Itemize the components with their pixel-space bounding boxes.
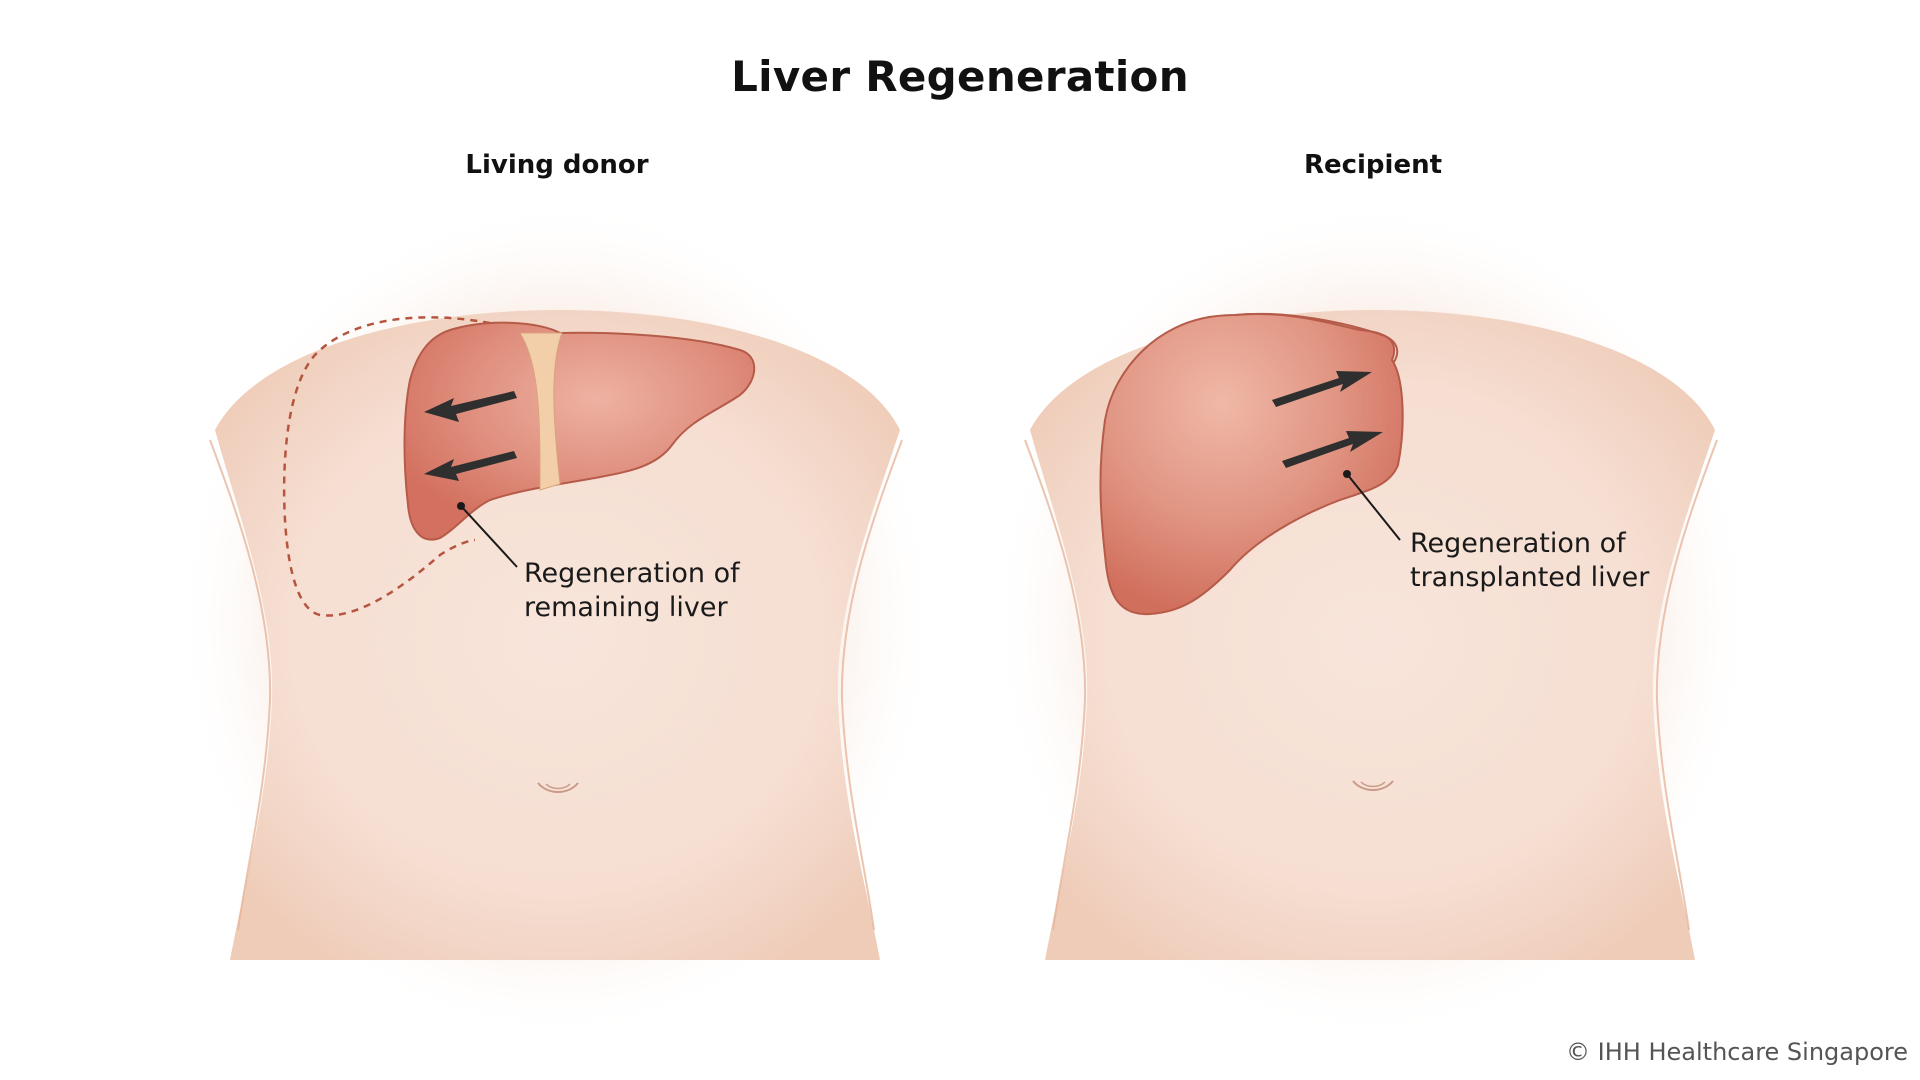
donor-torso xyxy=(197,220,917,1020)
removed-liver-outline xyxy=(282,316,491,617)
copyright-notice: © IHH Healthcare Singapore xyxy=(1566,1038,1908,1066)
donor-growth-arrows xyxy=(424,391,517,481)
diagram-title: Liver Regeneration xyxy=(731,52,1189,101)
living-donor-label: Living donor xyxy=(465,150,649,180)
recipient-callout: Regeneration of transplanted liver xyxy=(1410,527,1649,595)
donor-callout-line2: remaining liver xyxy=(524,592,728,623)
recipient-callout-line1: Regeneration of xyxy=(1410,528,1626,559)
recipient-label: Recipient xyxy=(1303,150,1443,180)
remaining-liver xyxy=(403,321,756,541)
recipient-callout-line2: transplanted liver xyxy=(1410,562,1650,593)
recipient-callout-leader xyxy=(1343,470,1401,541)
donor-callout: Regeneration of remaining liver xyxy=(524,557,740,625)
recipient-growth-arrows xyxy=(1272,371,1383,468)
donor-callout-leader xyxy=(457,502,518,568)
donor-callout-line1: Regeneration of xyxy=(524,558,740,589)
